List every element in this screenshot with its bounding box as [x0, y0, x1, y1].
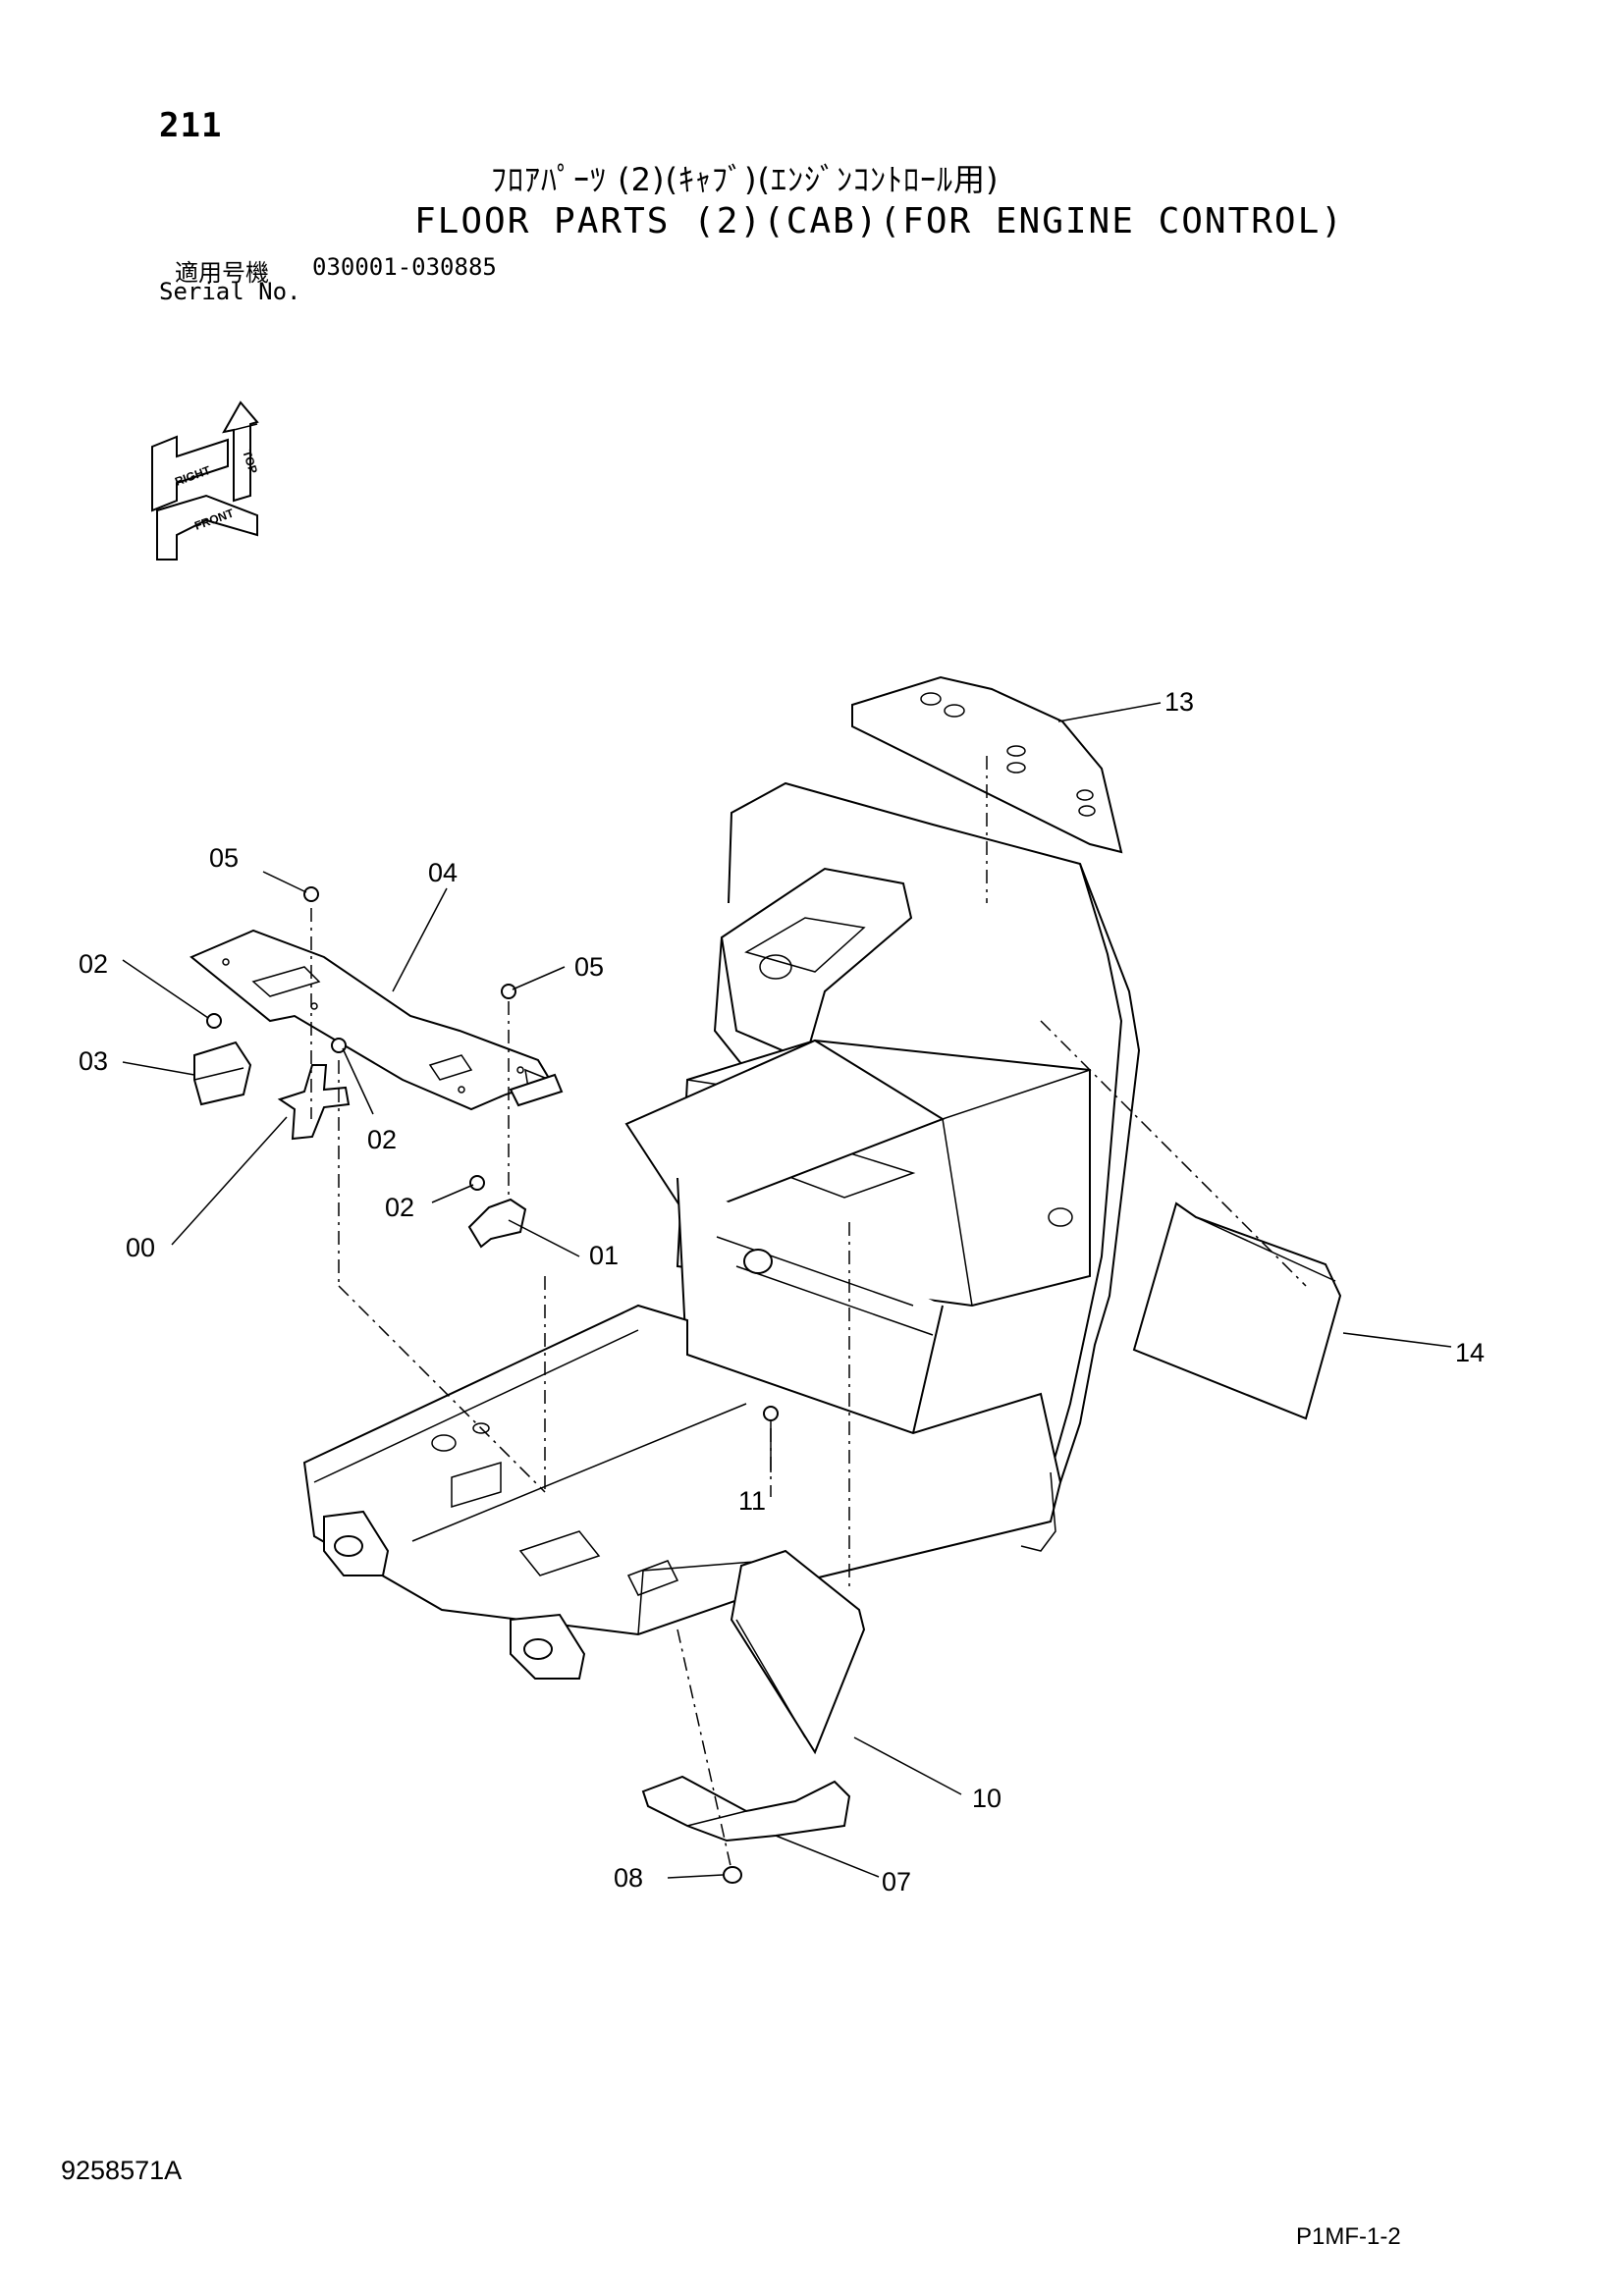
orientation-label-front: FRONT — [192, 506, 236, 533]
callout-02-middle: 02 — [367, 1125, 397, 1154]
callout-07: 07 — [882, 1867, 911, 1896]
callout-labels: 13 05 04 05 02 03 00 02 02 01 14 11 10 0… — [79, 687, 1485, 1896]
page-number: 211 — [159, 106, 223, 145]
callout-14: 14 — [1455, 1338, 1485, 1367]
cab-floor-frame — [302, 781, 1141, 1680]
callout-00: 00 — [126, 1233, 155, 1262]
callout-13: 13 — [1164, 687, 1194, 717]
part-13-cover-plate — [851, 675, 1123, 903]
center-lines — [310, 908, 1307, 1871]
leader-lines — [122, 702, 1452, 1879]
callout-04: 04 — [428, 858, 458, 887]
serial-range: 030001-030885 — [312, 253, 497, 281]
serial-label-japanese: 適用号機 — [175, 259, 269, 287]
orientation-label-right: RIGHT — [173, 463, 212, 489]
part-14-panel — [1132, 1201, 1342, 1420]
part-01-bracket — [467, 1198, 527, 1249]
callout-10: 10 — [972, 1784, 1001, 1813]
callout-05-right: 05 — [574, 952, 604, 982]
part-00-bracket — [277, 1064, 351, 1141]
part-03-bracket — [193, 1041, 252, 1106]
callout-03: 03 — [79, 1046, 108, 1076]
callout-01: 01 — [589, 1241, 619, 1270]
bolts — [206, 886, 779, 1421]
callout-02-left: 02 — [79, 949, 108, 979]
orientation-icon: TOP RIGHT FRONT — [151, 400, 260, 561]
orientation-label-top: TOP — [240, 449, 260, 476]
document-code: 9258571A — [61, 2156, 183, 2185]
page-code: P1MF-1-2 — [1296, 2223, 1401, 2250]
page-title-english: FLOOR PARTS (2)(CAB)(FOR ENGINE CONTROL) — [414, 201, 1344, 241]
callout-11: 11 — [738, 1486, 766, 1516]
callout-08: 08 — [614, 1863, 643, 1893]
serial-label-english: Serial No. — [159, 278, 301, 305]
page-title-japanese: ﾌﾛｱﾊﾟｰﾂ (2)(ｷｬﾌﾞ)(ｴﾝｼﾞﾝｺﾝﾄﾛｰﾙ用) — [491, 161, 1000, 198]
callout-02-lower: 02 — [385, 1193, 414, 1222]
part-04-bracket — [189, 929, 564, 1111]
part-10-plate — [730, 1549, 866, 1755]
callout-05-top: 05 — [209, 843, 239, 873]
part-07-bracket — [641, 1775, 851, 1884]
